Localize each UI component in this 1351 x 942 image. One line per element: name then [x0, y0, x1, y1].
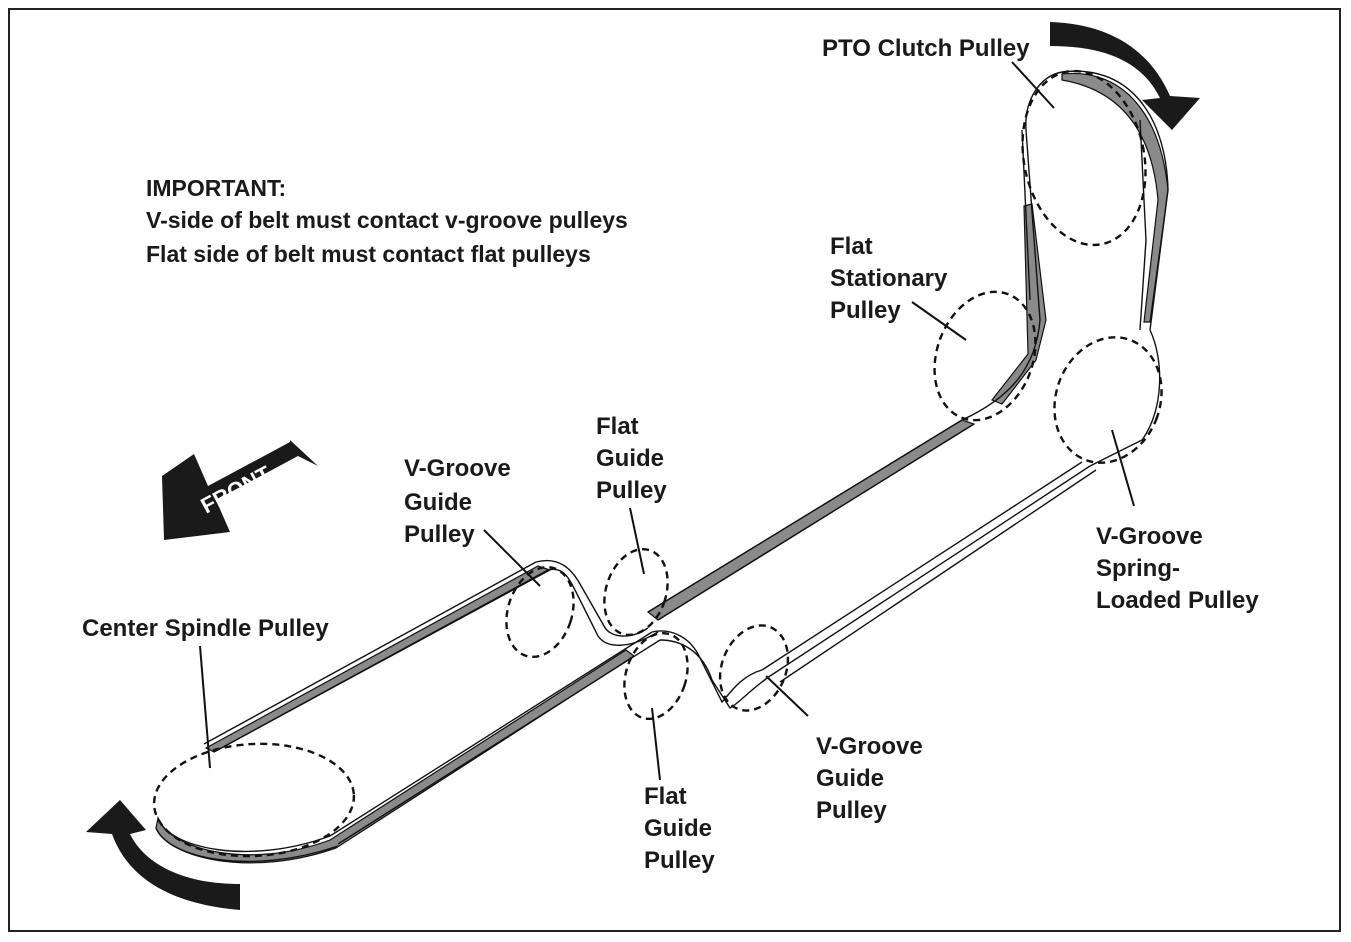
- belt-upper-long-run: [648, 420, 974, 620]
- svg-text:V-Groove: V-Groove: [1096, 523, 1203, 550]
- important-line-2: Flat side of belt must contact flat pull…: [146, 241, 591, 267]
- svg-text:Pulley: Pulley: [596, 477, 667, 504]
- svg-text:Pulley: Pulley: [404, 521, 475, 548]
- svg-text:Guide: Guide: [596, 445, 664, 472]
- svg-text:Guide: Guide: [644, 815, 712, 842]
- label-flat-guide-pulley-upper: Flat Guide Pulley: [596, 413, 667, 504]
- front-label: FRONT: [197, 461, 276, 519]
- svg-text:Flat: Flat: [830, 233, 873, 260]
- svg-text:Stationary: Stationary: [830, 265, 948, 292]
- belt-upper-left-run: [206, 566, 550, 752]
- svg-text:Loaded Pulley: Loaded Pulley: [1096, 587, 1259, 614]
- label-flat-guide-pulley-lower: Flat Guide Pulley: [644, 783, 715, 874]
- important-heading: IMPORTANT:: [146, 175, 286, 201]
- svg-text:Pulley: Pulley: [644, 847, 715, 874]
- svg-text:Spring-: Spring-: [1096, 555, 1180, 582]
- svg-text:V-Groove: V-Groove: [404, 455, 511, 482]
- svg-text:Guide: Guide: [816, 765, 884, 792]
- label-vgroove-guide-pulley-upper: V-Groove Guide Pulley: [404, 455, 511, 548]
- important-line-1: V-side of belt must contact v-groove pul…: [146, 207, 628, 233]
- belt-upper-vertical-run: [992, 204, 1046, 404]
- leader-lines: [200, 62, 1134, 780]
- label-vgroove-guide-pulley-lower: V-Groove Guide Pulley: [816, 733, 923, 824]
- front-direction-arrow: FRONT: [162, 440, 318, 540]
- flat-guide-pulley-lower: [614, 625, 698, 727]
- belt-pto-wrap: [1062, 73, 1168, 322]
- label-vgroove-spring-loaded-pulley: V-Groove Spring- Loaded Pulley: [1096, 523, 1259, 614]
- svg-text:Flat: Flat: [596, 413, 639, 440]
- important-note: IMPORTANT: V-side of belt must contact v…: [146, 175, 628, 267]
- svg-text:Guide: Guide: [404, 489, 472, 516]
- svg-text:Pulley: Pulley: [816, 797, 887, 824]
- svg-text:Flat: Flat: [644, 783, 687, 810]
- svg-text:Pulley: Pulley: [830, 297, 901, 324]
- belt-lower-left-run: [156, 650, 634, 863]
- vgroove-guide-pulley-lower: [708, 615, 800, 721]
- svg-text:V-Groove: V-Groove: [816, 733, 923, 760]
- label-pto-clutch-pulley: PTO Clutch Pulley: [822, 35, 1030, 62]
- label-flat-stationary-pulley: Flat Stationary Pulley: [830, 233, 948, 324]
- label-center-spindle-pulley: Center Spindle Pulley: [82, 615, 329, 642]
- flat-guide-pulley-upper: [594, 541, 678, 643]
